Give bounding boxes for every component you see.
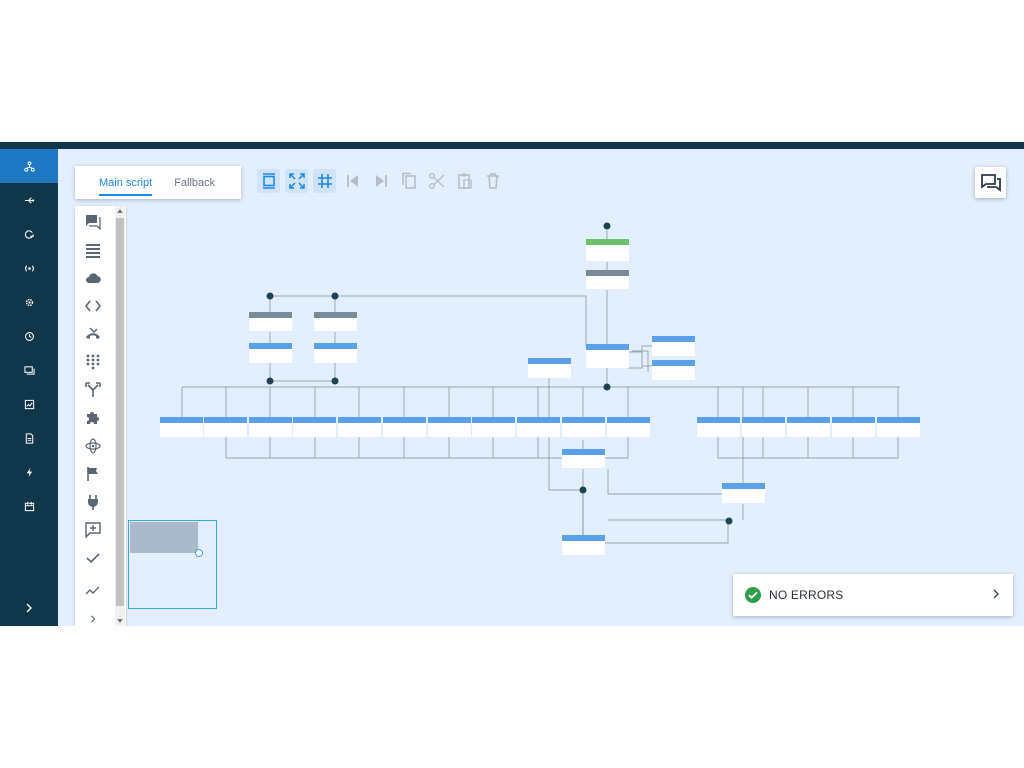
copy-icon (401, 172, 416, 189)
scroll-up-arrow[interactable] (117, 209, 123, 213)
plug-icon (88, 495, 98, 510)
split-icon (85, 382, 101, 397)
palette-cloud[interactable] (83, 268, 103, 288)
palette-expand-button[interactable] (85, 612, 101, 626)
cut-icon (428, 173, 444, 189)
check-icon (86, 553, 100, 564)
messages-icon (23, 365, 35, 375)
delete-button[interactable] (481, 169, 504, 193)
flow-nodes (160, 239, 920, 555)
analytics-icon (24, 399, 34, 409)
skip-last-button[interactable] (369, 169, 392, 193)
branch-icon (24, 196, 34, 204)
canvas-toolbar (257, 169, 504, 193)
skip-first-button[interactable] (341, 169, 364, 193)
broadcast-icon (24, 264, 34, 272)
loop-icon (24, 229, 34, 239)
cloud-icon (86, 273, 101, 284)
minimap[interactable] (128, 520, 217, 609)
atom-icon (85, 438, 101, 454)
settings-icon (25, 298, 33, 306)
palette-plug[interactable] (83, 492, 103, 512)
palette-chat[interactable] (83, 212, 103, 232)
add-comment-icon (85, 522, 101, 538)
phone-transfer-icon (86, 327, 100, 339)
palette-code[interactable] (83, 296, 103, 316)
dialpad-icon (86, 354, 100, 370)
copy-button[interactable] (397, 169, 420, 193)
minimap-resize-handle[interactable] (195, 549, 203, 557)
skip-first-icon (346, 175, 358, 187)
palette-list[interactable] (83, 240, 103, 260)
cut-button[interactable] (425, 169, 448, 193)
rail-item-messages[interactable] (0, 353, 58, 387)
grid-button[interactable] (313, 169, 336, 193)
list-icon (86, 244, 100, 258)
fit-to-screen-icon (262, 173, 275, 189)
flow-icon (23, 160, 35, 172)
rail-item-settings[interactable] (0, 285, 58, 319)
rail-item-calendar[interactable] (0, 489, 58, 523)
rail-item-flow[interactable] (0, 149, 58, 183)
grid-icon (317, 174, 332, 188)
fullscreen-icon (288, 173, 305, 189)
document-icon (25, 432, 33, 444)
paste-button[interactable] (453, 169, 476, 193)
fit-to-screen-button[interactable] (257, 169, 280, 193)
palette-split[interactable] (83, 380, 103, 400)
calendar-icon (24, 501, 34, 511)
palette-flag[interactable] (83, 464, 103, 484)
scroll-thumb[interactable] (116, 218, 124, 606)
rail-item-document[interactable] (0, 421, 58, 455)
scroll-down-arrow[interactable] (117, 619, 123, 623)
rail-item-broadcast[interactable] (0, 251, 58, 285)
puzzle-icon (87, 412, 99, 424)
rail-item-history[interactable] (0, 319, 58, 353)
skip-last-icon (375, 175, 387, 187)
flag-icon (87, 467, 98, 481)
rail-item-bolt[interactable] (0, 455, 58, 489)
bolt-icon (26, 467, 32, 477)
status-text: NO ERRORS (769, 588, 844, 602)
node-palette (75, 206, 126, 626)
trend-icon (85, 586, 100, 595)
validation-status[interactable]: NO ERRORS (733, 574, 1013, 616)
rail-item-branch[interactable] (0, 183, 58, 217)
palette-check[interactable] (83, 548, 103, 568)
paste-icon (457, 173, 472, 189)
left-rail (0, 149, 58, 626)
delete-icon (486, 173, 499, 189)
palette-scrollbar[interactable] (115, 206, 125, 626)
top-bar (0, 142, 1024, 149)
code-icon (85, 300, 101, 312)
palette-puzzle[interactable] (83, 408, 103, 428)
check-circle-icon (745, 587, 761, 603)
chevron-right-icon (993, 589, 999, 599)
chevron-right-icon (26, 603, 32, 613)
rail-item-analytics[interactable] (0, 387, 58, 421)
chevron-right-icon (91, 615, 96, 623)
rail-item-loop[interactable] (0, 217, 58, 251)
history-icon (24, 331, 34, 341)
minimap-viewport[interactable] (130, 522, 198, 553)
palette-atom[interactable] (83, 436, 103, 456)
chat-icon (86, 215, 101, 230)
rail-expand-button[interactable] (0, 596, 58, 620)
palette-trend[interactable] (83, 580, 103, 600)
palette-add-comment[interactable] (83, 520, 103, 540)
app-window: Main script Fallback (0, 142, 1024, 626)
chat-button[interactable] (975, 167, 1006, 198)
tab-fallback[interactable]: Fallback (174, 176, 216, 189)
tab-main-script[interactable]: Main script (99, 166, 153, 199)
palette-dialpad[interactable] (83, 352, 103, 372)
palette-phone-transfer[interactable] (83, 324, 103, 344)
chat-icon (980, 173, 1001, 192)
flow-canvas[interactable] (0, 142, 1024, 626)
script-tabs: Main script Fallback (75, 166, 241, 199)
fullscreen-button[interactable] (285, 169, 308, 193)
